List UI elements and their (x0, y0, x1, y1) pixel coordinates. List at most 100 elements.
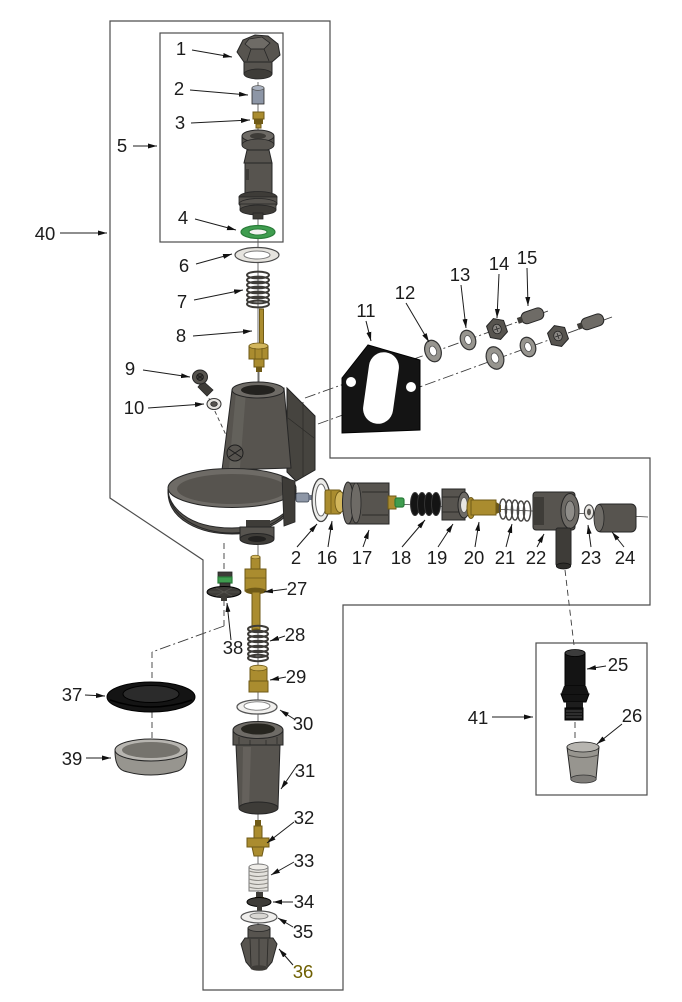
group-boxes (109, 20, 651, 991)
callout-27: 27 (287, 578, 308, 599)
part-7-spring (246, 270, 270, 309)
callout-39: 39 (62, 748, 83, 769)
part-29-bushing (248, 664, 269, 693)
leader-28 (269, 635, 286, 642)
callout-25: 25 (608, 654, 629, 675)
leader-33 (270, 861, 295, 876)
leader-19 (437, 523, 454, 548)
callout-5: 5 (117, 135, 127, 156)
part-washer-row2-b (519, 336, 537, 358)
leader-24 (611, 531, 625, 548)
leader-2 (189, 89, 249, 97)
callout-21: 21 (495, 547, 516, 568)
callout-22: 22 (526, 547, 547, 568)
part-31-cup (232, 721, 284, 815)
parts (106, 34, 637, 971)
callout-9: 9 (125, 358, 135, 379)
part-13-washer (459, 329, 477, 351)
valve-cartridge (238, 129, 278, 220)
leader-8 (192, 329, 253, 337)
callout-2: 2 (174, 78, 184, 99)
callout-29: 29 (286, 666, 307, 687)
box-5-outline (159, 32, 284, 243)
leader-32 (266, 821, 295, 844)
callout-18: 18 (391, 547, 412, 568)
callout-30: 30 (293, 713, 314, 734)
callout-15: 15 (517, 247, 538, 268)
leader-3 (190, 117, 251, 124)
callout-16: 16 (317, 547, 338, 568)
callout-32: 32 (294, 807, 315, 828)
part-washer-row2-a (485, 346, 505, 370)
part-39-cup (114, 738, 188, 776)
callout-35: 35 (293, 921, 314, 942)
callout-26: 26 (622, 705, 643, 726)
part-9-set-screw (192, 369, 214, 397)
callout-24: 24 (615, 547, 636, 568)
part-26-cap (566, 741, 600, 784)
callout-11: 11 (356, 300, 375, 321)
callout-12: 12 (395, 282, 416, 303)
leader-12 (405, 302, 430, 343)
callout-3: 3 (175, 112, 185, 133)
part-10-washer (206, 397, 222, 411)
callout-40: 40 (35, 223, 56, 244)
leader-13 (460, 284, 468, 329)
callout-36-highlighted: 36 (293, 961, 314, 982)
callout-19: 19 (427, 547, 448, 568)
part-16-gland-nut (324, 489, 346, 515)
leader-9 (142, 369, 191, 379)
part-22-elbow-body (532, 491, 580, 570)
callout-23: 23 (581, 547, 602, 568)
part-38-diaphragm (206, 571, 242, 601)
callout-17: 17 (352, 547, 373, 568)
leader-lines (60, 49, 625, 966)
part-28-spring (247, 624, 269, 663)
part-34-valve-plate (246, 892, 272, 911)
leader-30 (279, 709, 295, 720)
part-23-washer (583, 504, 595, 520)
callout-34: 34 (294, 891, 315, 912)
callout-4: 4 (178, 207, 188, 228)
leader-22 (536, 533, 545, 548)
callout-37: 37 (62, 684, 83, 705)
part-8-needle-shaft (248, 308, 269, 383)
part-27-valve-stem (244, 554, 267, 632)
part-12-washer (424, 339, 442, 363)
leader-18 (401, 519, 426, 548)
leader-1 (191, 49, 233, 58)
part-4-o-ring (240, 224, 276, 240)
leader-26 (596, 723, 623, 745)
part-3-fitting (252, 111, 265, 129)
callout-13: 13 (450, 264, 471, 285)
leader-20 (474, 521, 481, 548)
leader-10 (147, 402, 205, 409)
leader-38 (225, 602, 232, 641)
callout-1: 1 (176, 38, 186, 59)
callout-7: 7 (177, 291, 187, 312)
leader-23 (586, 524, 592, 548)
leader-37 (84, 693, 106, 699)
leader-29 (269, 675, 287, 681)
callout-31: 31 (295, 760, 316, 781)
callout-2b: 2 (291, 547, 301, 568)
leader-31 (280, 766, 297, 790)
part-stud-row2 (576, 313, 605, 331)
leader-35 (277, 917, 294, 928)
leader-11 (365, 320, 372, 342)
part-33-spring (248, 863, 269, 892)
callout-10: 10 (124, 397, 145, 418)
part-36-cone-nut (240, 924, 278, 971)
part-nut-row2 (546, 325, 570, 347)
part-35-washer (240, 910, 278, 924)
part-18-seal-stack (410, 492, 441, 516)
callout-38: 38 (223, 637, 244, 658)
part-30-washer (236, 699, 278, 715)
box-40-outline (109, 20, 651, 991)
callout-33: 33 (294, 850, 315, 871)
part-14-nut (485, 318, 509, 340)
callout-6: 6 (179, 255, 189, 276)
part-19-hex-nut (441, 488, 471, 521)
